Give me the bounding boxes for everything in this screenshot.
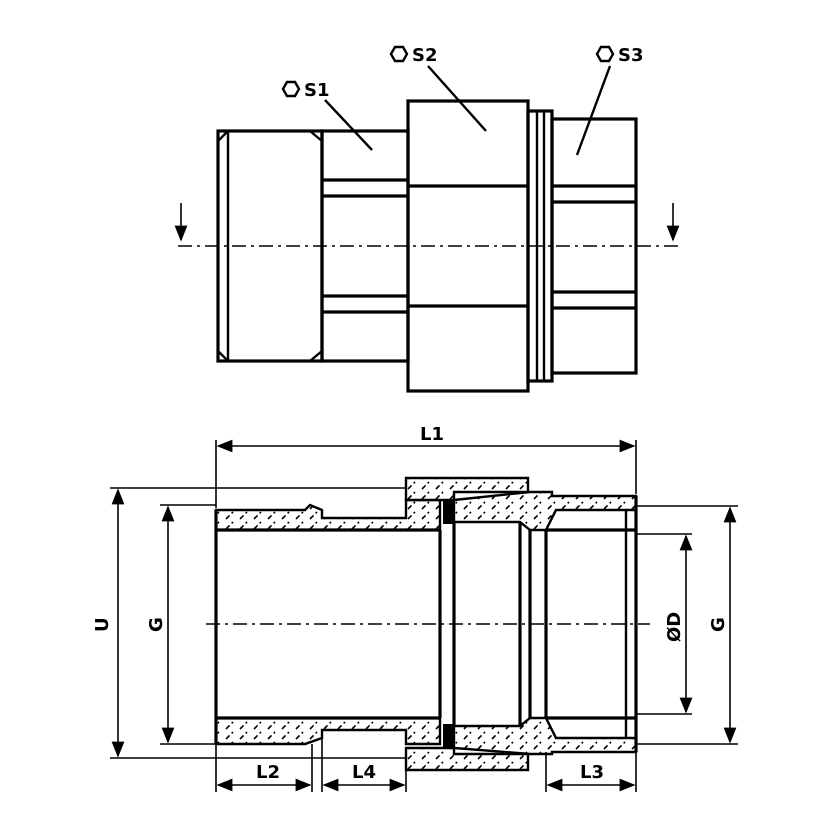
section-view: L1 U G G ØD L2 L4 L3 [92, 424, 738, 792]
label-s3: S3 [618, 45, 644, 66]
nut-bottom [404, 746, 530, 772]
hexagon-icon [281, 80, 301, 98]
top-view: S1 S2 S3 [174, 45, 680, 393]
label-s1: S1 [304, 80, 330, 101]
leader-s1 [324, 99, 373, 151]
label-s2: S2 [412, 45, 438, 66]
label-l2: L2 [256, 762, 280, 783]
wall-right-top [452, 490, 638, 532]
label-g-right: G [708, 617, 729, 632]
collar [526, 109, 554, 383]
label-d: ØD [664, 612, 685, 642]
wall-left-top [214, 498, 442, 532]
leader-s2 [427, 65, 487, 132]
label-g-left: G [146, 617, 167, 632]
leader-s3 [575, 65, 612, 156]
hexagon-icon [389, 45, 409, 63]
label-l4: L4 [352, 762, 376, 783]
hexagon-icon [595, 45, 615, 63]
wall-left-bottom [214, 716, 442, 746]
nut-top [404, 476, 530, 502]
label-u: U [92, 617, 113, 632]
gasket-bottom [443, 724, 453, 748]
label-l3: L3 [580, 762, 604, 783]
wall-right-bottom [452, 716, 638, 756]
gasket-top [443, 500, 453, 524]
label-l1: L1 [420, 424, 444, 445]
hex-s3 [550, 117, 638, 375]
